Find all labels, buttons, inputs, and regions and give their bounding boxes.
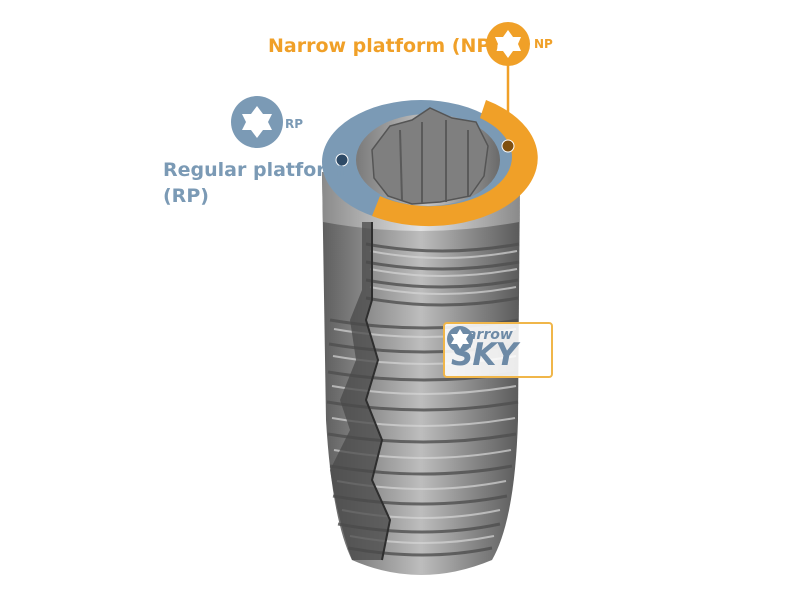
- np-icon: [486, 22, 530, 66]
- np-leader-dot: [501, 139, 515, 153]
- cutting-flute: [330, 222, 390, 560]
- bore-ridges: [399, 120, 469, 203]
- regular-platform-label: Regular platform (RP): [163, 157, 345, 209]
- narrow-platform-ring: [372, 100, 538, 227]
- narrow-platform-label: Narrow platform (NP): [268, 35, 499, 57]
- hexalobular-star-icon: [495, 30, 521, 58]
- regular-platform-line1: Regular platform: [163, 159, 346, 181]
- cutting-flute-edge: [364, 222, 392, 561]
- hexalobular-star-icon: [242, 106, 272, 138]
- narrow-sky-badge: narrow SKY: [443, 322, 553, 378]
- rp-icon: [231, 96, 283, 148]
- hexalobular-star-icon: [447, 326, 473, 352]
- rp-leader-dot: [335, 153, 349, 167]
- np-tag: NP: [534, 37, 553, 51]
- rp-tag: RP: [285, 117, 304, 131]
- regular-platform-line2: (RP): [163, 185, 209, 207]
